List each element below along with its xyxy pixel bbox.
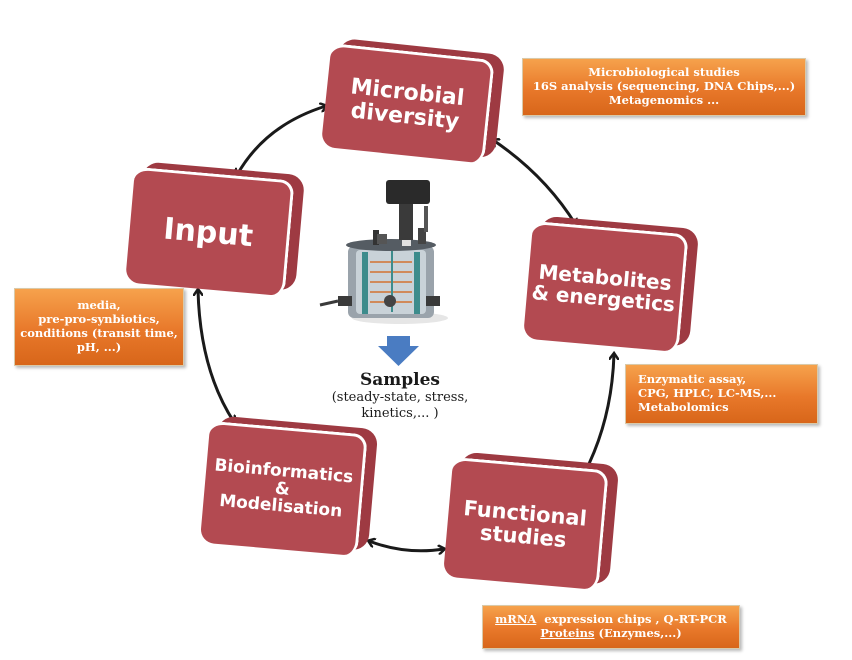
label-input-line4: pH, ...) (76, 339, 122, 354)
label-metabolites-line1: Enzymatic assay, (638, 372, 747, 387)
node-input: Input (125, 161, 307, 300)
arrow-functional-bioinformatics (369, 541, 444, 551)
label-input-line1: media, (77, 298, 121, 313)
label-functional-line2-rest: (Enzymes,...) (594, 626, 682, 640)
arrow-bioinformatics-input (198, 290, 234, 422)
arrow-metabolites-functional (584, 354, 614, 474)
samples-line2: kinetics,... ) (361, 406, 439, 422)
label-microbial-line3: Metagenomics ... (608, 92, 720, 107)
label-functional-methods: mRNA expression chips , Q-RT-PCR Protein… (482, 605, 740, 649)
node-microbial-diversity: Microbial diversity (320, 37, 508, 167)
arrow-input-microbial (237, 106, 326, 175)
label-metabolites-line2: CPG, HPLC, LC-MS,... (638, 386, 777, 401)
node-metabolites: Metabolites & energetics (523, 215, 701, 355)
label-microbial-line2: 16S analysis (sequencing, DNA Chips,...) (532, 79, 796, 94)
bioreactor-icon (319, 180, 448, 324)
label-microbial-line1: Microbiological studies (588, 65, 740, 80)
label-functional-mrna: mRNA (495, 612, 537, 627)
label-metabolites-line3: Metabolomics (638, 399, 729, 414)
label-metabolites-methods: Enzymatic assay, CPG, HPLC, LC-MS,... Me… (625, 364, 818, 424)
label-microbial-methods: Microbiological studies 16S analysis (se… (522, 58, 806, 116)
node-bioinformatics: Bioinformatics & Modelisation (199, 415, 381, 559)
samples-line1: (steady-state, stress, (331, 390, 469, 405)
label-input-conditions: media, pre-pro-synbiotics, conditions (t… (14, 288, 184, 366)
arrow-microbial-metabolites (493, 140, 576, 225)
samples-title: Samples (359, 370, 440, 390)
label-functional-proteins: Proteins (540, 626, 595, 640)
node-functional-studies: Functional studies (442, 451, 622, 593)
label-input-line3: conditions (transit time, (20, 326, 178, 340)
label-functional-line1-rest: expression chips , Q-RT-PCR (536, 612, 727, 627)
samples-caption: Samples (steady-state, stress, kinetics,… (318, 370, 482, 423)
node-input-line1: Input (162, 211, 255, 254)
label-input-line2: pre-pro-synbiotics, (38, 312, 160, 327)
down-arrow-icon (378, 336, 419, 366)
